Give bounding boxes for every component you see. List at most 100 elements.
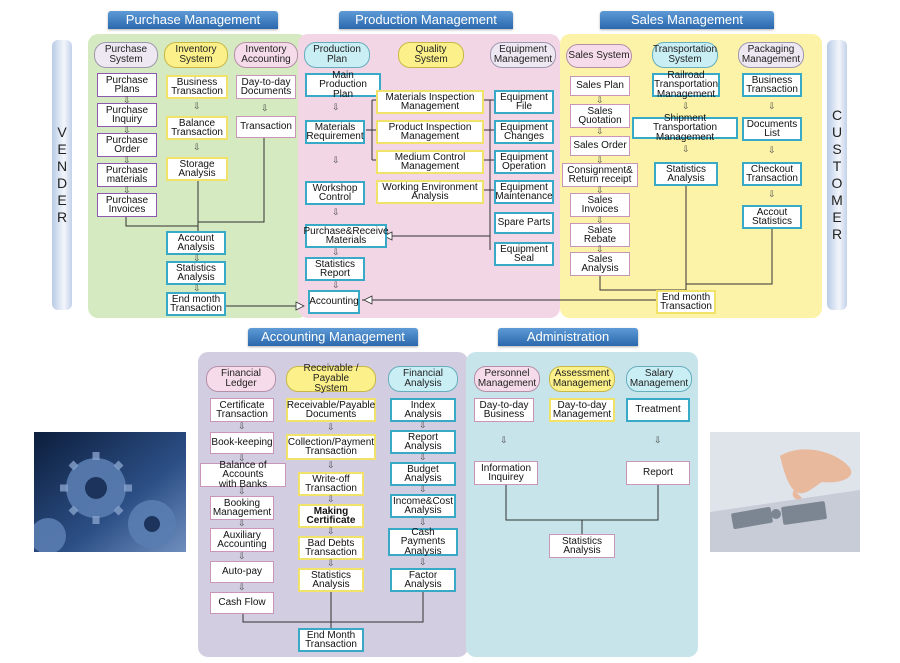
admin-report-box[interactable]: Report xyxy=(626,461,690,485)
sales-rebate-box[interactable]: Sales Rebate xyxy=(570,223,630,247)
auto-pay-box[interactable]: Auto-pay xyxy=(210,561,274,583)
materials-inspection-box[interactable]: Materials Inspection Management xyxy=(376,90,484,114)
booking-management-box[interactable]: Booking Management xyxy=(210,496,274,520)
equipment-changes-box[interactable]: Equipment Changes xyxy=(494,120,554,144)
acc-statistics-analysis-box[interactable]: Statistics Analysis xyxy=(298,568,364,592)
account-analysis-box[interactable]: Account Analysis xyxy=(166,231,226,255)
documents-list-box[interactable]: Documents List xyxy=(742,117,802,141)
report-analysis-box[interactable]: Report Analysis xyxy=(390,430,456,454)
collection-payment-box[interactable]: Collection/Payment Transaction xyxy=(286,434,376,460)
budget-analysis-box[interactable]: Budget Analysis xyxy=(390,462,456,486)
certificate-transaction-box[interactable]: Certificate Transaction xyxy=(210,398,274,422)
arrow-icon: ⇩ xyxy=(123,155,131,165)
customer-bar: CUSTOMER xyxy=(827,40,847,310)
arrow-icon: ⇩ xyxy=(596,215,604,225)
pkg-business-transaction-box[interactable]: Business Transaction xyxy=(742,73,802,97)
sales-analysis-box[interactable]: Sales Analysis xyxy=(570,252,630,276)
arrow-icon: ⇩ xyxy=(238,518,246,528)
statistics-report-box[interactable]: Statistics Report xyxy=(305,257,365,281)
arrow-icon: ⇩ xyxy=(419,484,427,494)
inventory-system-header: Inventory System xyxy=(164,42,228,68)
book-keeping-box[interactable]: Book-keeping xyxy=(210,432,274,454)
working-environment-box[interactable]: Working Environment Analysis xyxy=(376,180,484,204)
equipment-file-box[interactable]: Equipment File xyxy=(494,90,554,114)
day-to-day-business-box[interactable]: Day-to-day Business xyxy=(474,398,534,422)
packaging-management-header: Packaging Management xyxy=(738,42,804,68)
arrow-icon: ⇩ xyxy=(682,101,690,111)
inv-business-transaction-box[interactable]: Business Transaction xyxy=(166,75,228,99)
sales-system-header: Sales System xyxy=(566,44,632,68)
purchase-statistics-analysis-box[interactable]: Statistics Analysis xyxy=(166,261,226,285)
auxiliary-accounting-box[interactable]: Auxiliary Accounting xyxy=(210,528,274,552)
equipment-maintenance-box[interactable]: Equipment Maintenance xyxy=(494,180,554,204)
sales-plan-box[interactable]: Sales Plan xyxy=(570,76,630,96)
accounting-title: Accounting Management xyxy=(248,328,418,346)
workshop-control-box[interactable]: Workshop Control xyxy=(305,181,365,205)
purchase-inquiry-box[interactable]: Purchase Inquiry xyxy=(97,103,157,127)
sales-invoices-box[interactable]: Sales Invoices xyxy=(570,193,630,217)
equipment-operation-box[interactable]: Equipment Operation xyxy=(494,150,554,174)
purchase-receive-materials-box[interactable]: Purchase&Receive Materials xyxy=(303,224,389,248)
medium-control-box[interactable]: Medium Control Management xyxy=(376,150,484,174)
arrow-icon: ⇩ xyxy=(332,207,340,217)
purchase-order-box[interactable]: Purchase Order xyxy=(97,133,157,157)
financial-ledger-header: Financial Ledger xyxy=(206,366,276,392)
purchase-system-header: Purchase System xyxy=(94,42,158,68)
puzzle-photo xyxy=(710,432,860,552)
arrow-icon: ⇩ xyxy=(123,95,131,105)
inventory-accounting-header: Inventory Accounting xyxy=(234,42,298,68)
sales-quotation-box[interactable]: Sales Quotation xyxy=(570,104,630,128)
arrow-icon: ⇩ xyxy=(596,95,604,105)
sales-order-box[interactable]: Sales Order xyxy=(570,136,630,156)
arrow-icon: ⇩ xyxy=(123,185,131,195)
balance-accounts-banks-box[interactable]: Balance of Accounts with Banks xyxy=(200,460,286,489)
sales-statistics-analysis-box[interactable]: Statistics Analysis xyxy=(654,162,718,186)
cash-payments-analysis-box[interactable]: Cash Payments Analysis xyxy=(388,527,458,556)
equipment-seal-box[interactable]: Equipment Seal xyxy=(494,242,554,266)
shipment-transportation-box[interactable]: Shipment Transportation Management xyxy=(632,113,738,142)
write-off-box[interactable]: Write-off Transaction xyxy=(298,472,364,496)
inv-storage-analysis-box[interactable]: Storage Analysis xyxy=(166,157,228,181)
information-inquirey-box[interactable]: Information Inquirey xyxy=(474,461,538,485)
purchase-end-month-box[interactable]: End month Transaction xyxy=(166,292,226,316)
sales-end-month-box[interactable]: End month Transaction xyxy=(656,290,716,314)
accout-statistics-box[interactable]: Accout Statistics xyxy=(742,205,802,229)
acc-end-month-box[interactable]: End Month Transaction xyxy=(298,628,364,652)
spare-parts-box[interactable]: Spare Parts xyxy=(494,212,554,234)
product-inspection-box[interactable]: Product Inspection Management xyxy=(376,120,484,144)
materials-requirement-box[interactable]: Materials Requirement xyxy=(305,120,365,144)
gears-photo xyxy=(30,432,186,554)
main-production-plan-box[interactable]: Main Production Plan xyxy=(305,70,381,99)
consignment-return-box[interactable]: Consignment& Return receipt xyxy=(562,163,638,187)
inv-balance-transaction-box[interactable]: Balance Transaction xyxy=(166,116,228,140)
purchase-materials-box[interactable]: Purchase materials xyxy=(97,163,157,187)
admin-statistics-analysis-box[interactable]: Statistics Analysis xyxy=(549,534,615,558)
bad-debts-box[interactable]: Bad Debts Transaction xyxy=(298,536,364,560)
purchase-plans-box[interactable]: Purchase Plans xyxy=(97,73,157,97)
purchase-invoices-box[interactable]: Purchase Invoices xyxy=(97,193,157,217)
arrow-icon: ⇩ xyxy=(419,420,427,430)
arrow-icon: ⇩ xyxy=(768,145,776,155)
arrow-icon: ⇩ xyxy=(261,103,269,113)
day-to-day-documents-box[interactable]: Day-to-day Documents xyxy=(236,75,296,99)
accounting-box[interactable]: Accounting xyxy=(308,290,360,314)
day-to-day-management-box[interactable]: Day-to-day Management xyxy=(549,398,615,422)
factor-analysis-box[interactable]: Factor Analysis xyxy=(390,568,456,592)
arrow-icon: ⇩ xyxy=(193,253,201,263)
checkout-transaction-box[interactable]: Checkout Transaction xyxy=(742,162,802,186)
income-cost-analysis-box[interactable]: Income&Cost Analysis xyxy=(390,494,456,518)
arrow-icon: ⇩ xyxy=(596,155,604,165)
production-plan-header: Production Plan xyxy=(304,42,370,68)
inv-transaction-box[interactable]: Transaction xyxy=(236,116,296,138)
arrow-icon: ⇩ xyxy=(768,101,776,111)
financial-analysis-header: Financial Analysis xyxy=(388,366,458,392)
arrow-icon: ⇩ xyxy=(500,435,508,445)
making-certificate-box[interactable]: Making Certificate xyxy=(298,504,364,528)
treatment-box[interactable]: Treatment xyxy=(626,398,690,422)
cash-flow-box[interactable]: Cash Flow xyxy=(210,592,274,614)
receivable-payable-documents-box[interactable]: Receivable/Payable Documents xyxy=(286,398,376,422)
administration-title: Administration xyxy=(498,328,638,346)
railroad-transportation-box[interactable]: Railroad Transportation Management xyxy=(652,69,720,100)
arrow-icon: ⇩ xyxy=(327,460,335,470)
index-analysis-box[interactable]: Index Analysis xyxy=(390,398,456,422)
